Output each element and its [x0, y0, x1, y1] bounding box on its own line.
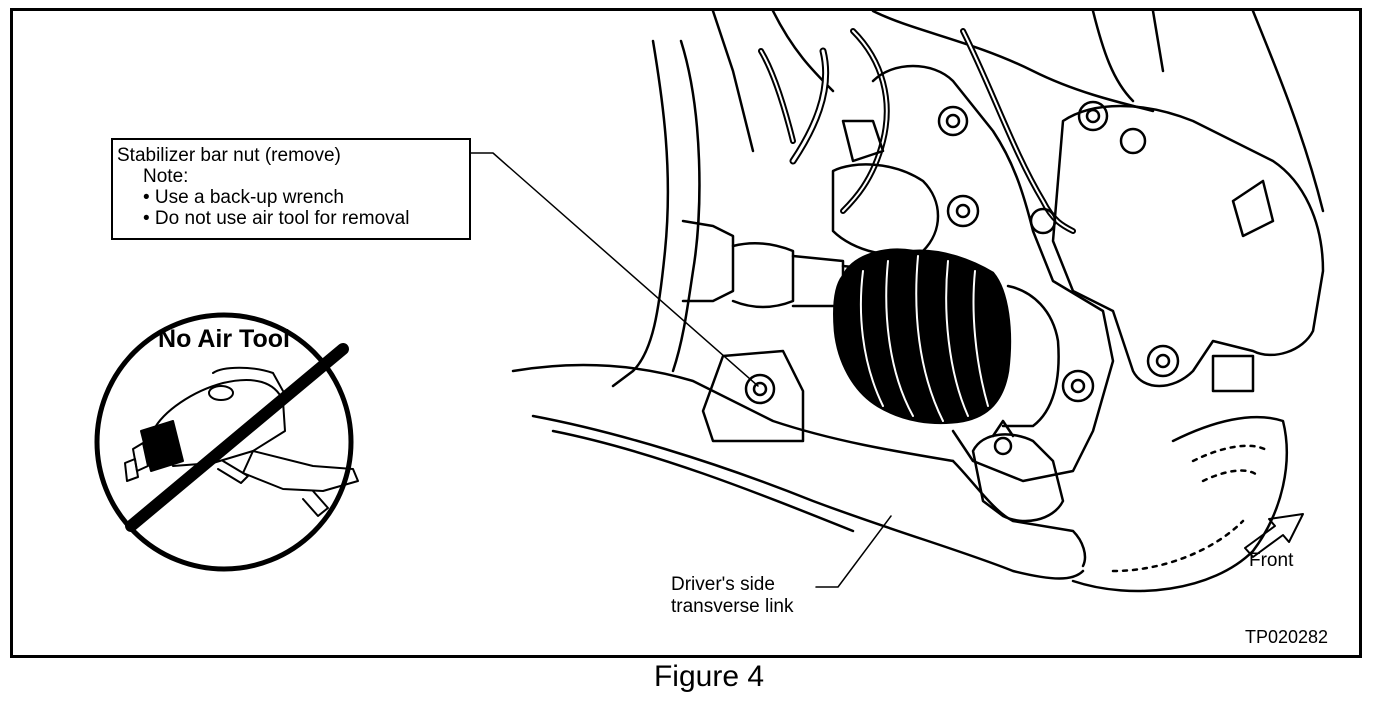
callout-title: Stabilizer bar nut (remove) — [117, 145, 341, 166]
body-structure — [611, 11, 1325, 388]
cv-boot-folds — [859, 255, 989, 422]
stabilizer-link — [701, 349, 805, 443]
callout-bullet: • Use a back-up wrench — [143, 187, 344, 208]
suspension-illustration — [94, 11, 1325, 593]
transverse-link-label-line2: transverse link — [671, 596, 794, 617]
figure-code: TP020282 — [1245, 627, 1329, 647]
no-air-tool-title: No Air Tool — [158, 325, 290, 353]
brake-caliper — [1051, 100, 1325, 393]
cv-joint-housing — [1001, 284, 1060, 428]
callout-note-label: Note: — [143, 166, 189, 187]
cv-boot — [833, 248, 1012, 425]
no-air-tool-icon — [94, 312, 359, 572]
transverse-link-label-line1: Driver's side — [671, 574, 775, 595]
front-arrow-icon — [1244, 513, 1304, 558]
brake-lines — [758, 28, 1076, 234]
front-label: Front — [1249, 550, 1294, 571]
figure-frame: Stabilizer bar nut (remove) Note: • Use … — [10, 8, 1362, 658]
transverse-link — [511, 363, 1087, 580]
steering-knuckle — [831, 64, 1115, 483]
brake-rotor — [1071, 415, 1288, 593]
stabilizer-nut-callout: Stabilizer bar nut (remove) Note: • Use … — [111, 138, 471, 240]
transverse-link-label: Driver's side transverse link — [671, 574, 794, 618]
figure-caption: Figure 4 — [653, 660, 765, 693]
impact-wrench-icon — [124, 366, 359, 517]
callout-bullet: • Do not use air tool for removal — [143, 208, 410, 229]
ball-joint — [971, 419, 1065, 523]
